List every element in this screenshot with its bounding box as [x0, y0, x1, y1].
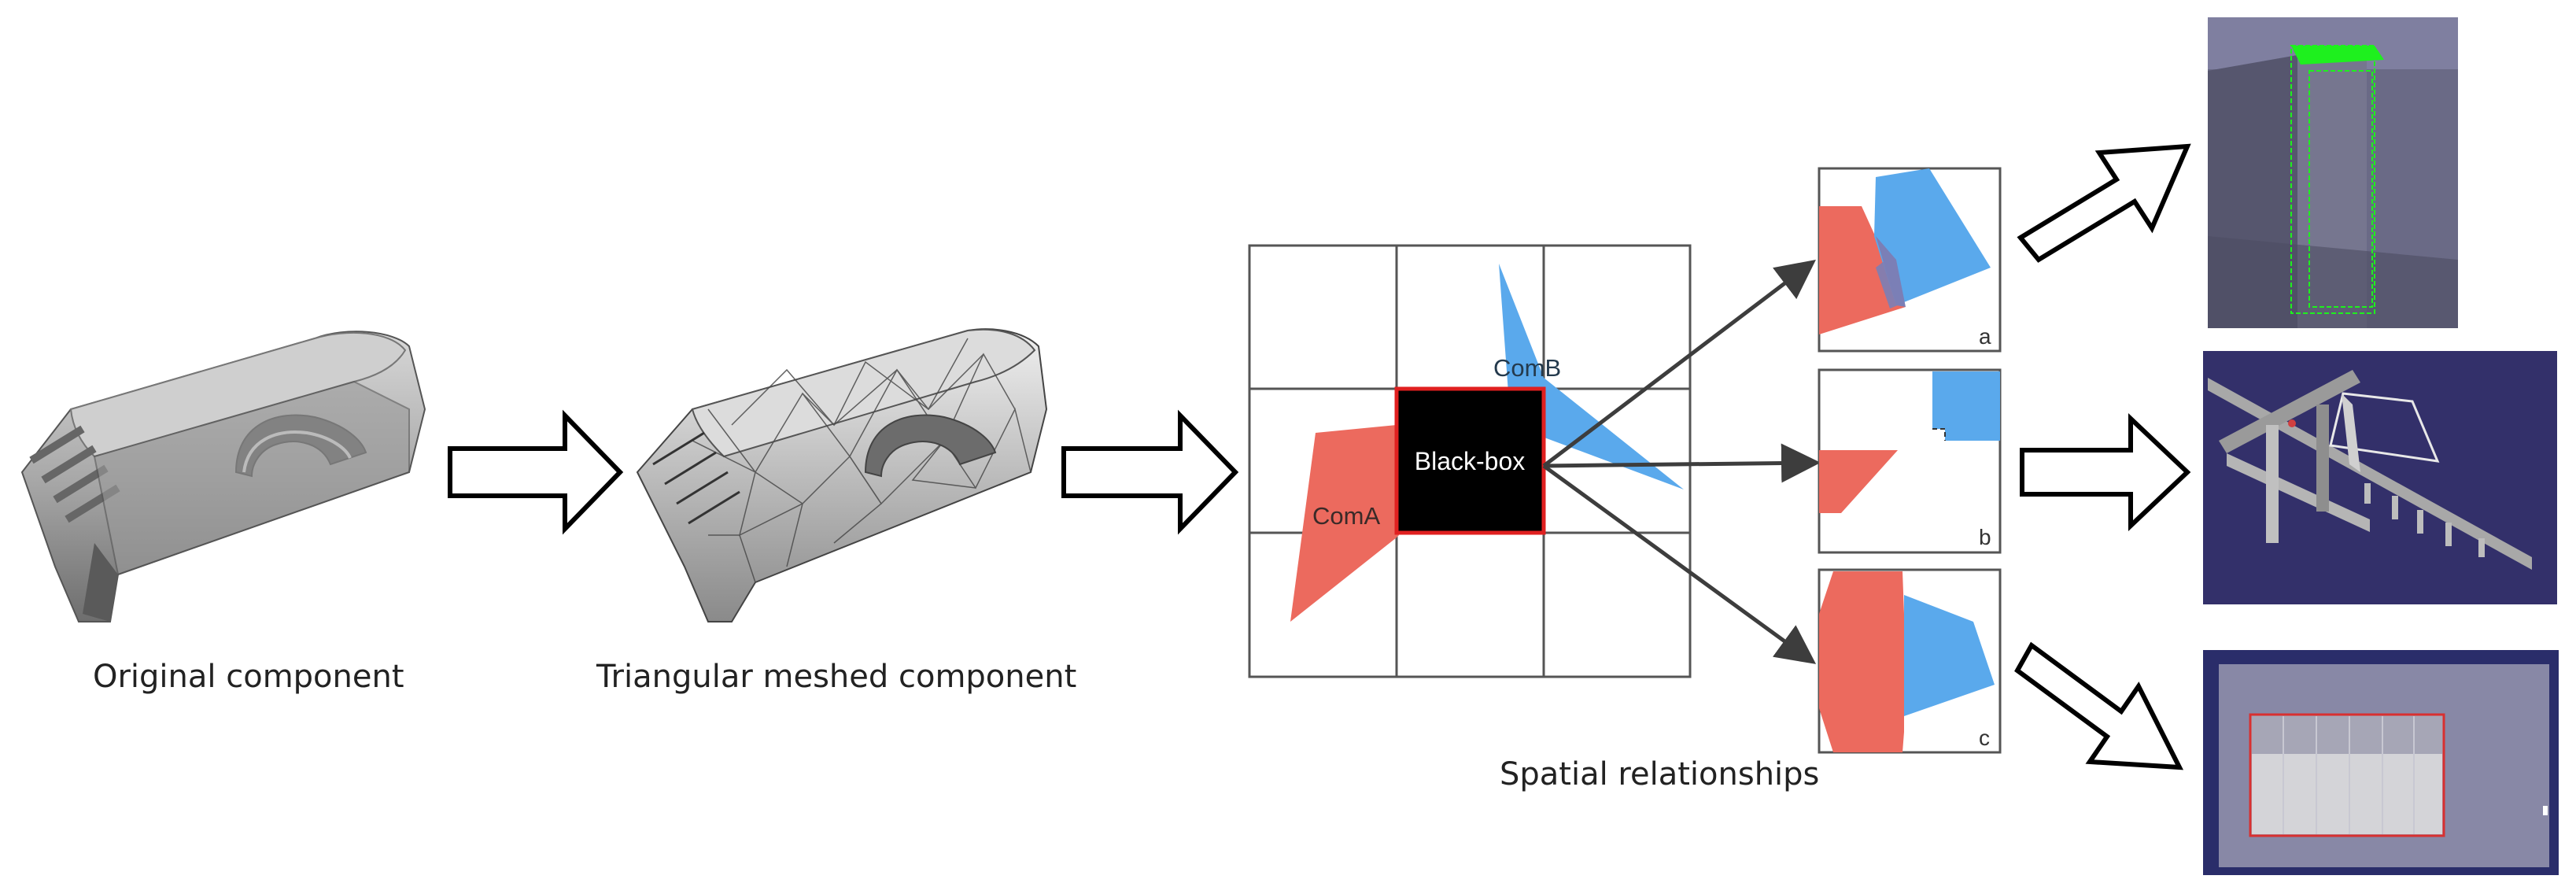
flow-arrow-2	[1061, 409, 1239, 535]
relation-arrow-a	[1542, 259, 1816, 467]
case-a-label: a	[1979, 324, 1991, 349]
flow-arrow-to-render-3	[2014, 641, 2184, 770]
case-a-panel	[1818, 167, 2002, 353]
black-box	[1394, 386, 1546, 535]
case-c-label: c	[1979, 726, 1990, 750]
case-b-label: b	[1979, 525, 1991, 549]
caption-triangular-meshed-component: Triangular meshed component	[596, 659, 1077, 695]
black-box-label: Black-box	[1415, 447, 1526, 475]
render-panel-3	[2203, 650, 2559, 875]
relation-arrow-c	[1542, 464, 1817, 664]
case-b-panel	[1818, 368, 2002, 554]
com-a-polygon	[1290, 425, 1399, 622]
com-b-label: ComB	[1493, 354, 1561, 382]
flow-arrow-to-render-2	[2020, 413, 2191, 531]
caption-original-component: Original component	[93, 659, 404, 695]
caption-spatial-relationships: Spatial relationships	[1500, 756, 1820, 792]
meshed-component-image	[636, 328, 1048, 622]
flow-arrow-to-render-1	[2017, 143, 2191, 263]
relation-arrow-b	[1543, 443, 1821, 483]
render-panel-2	[2203, 351, 2557, 604]
case-c-panel	[1818, 568, 2002, 754]
render-panel-1	[2208, 17, 2458, 328]
flow-arrow-1	[448, 409, 624, 535]
com-a-label: ComA	[1312, 502, 1380, 530]
original-component-image	[20, 331, 426, 622]
